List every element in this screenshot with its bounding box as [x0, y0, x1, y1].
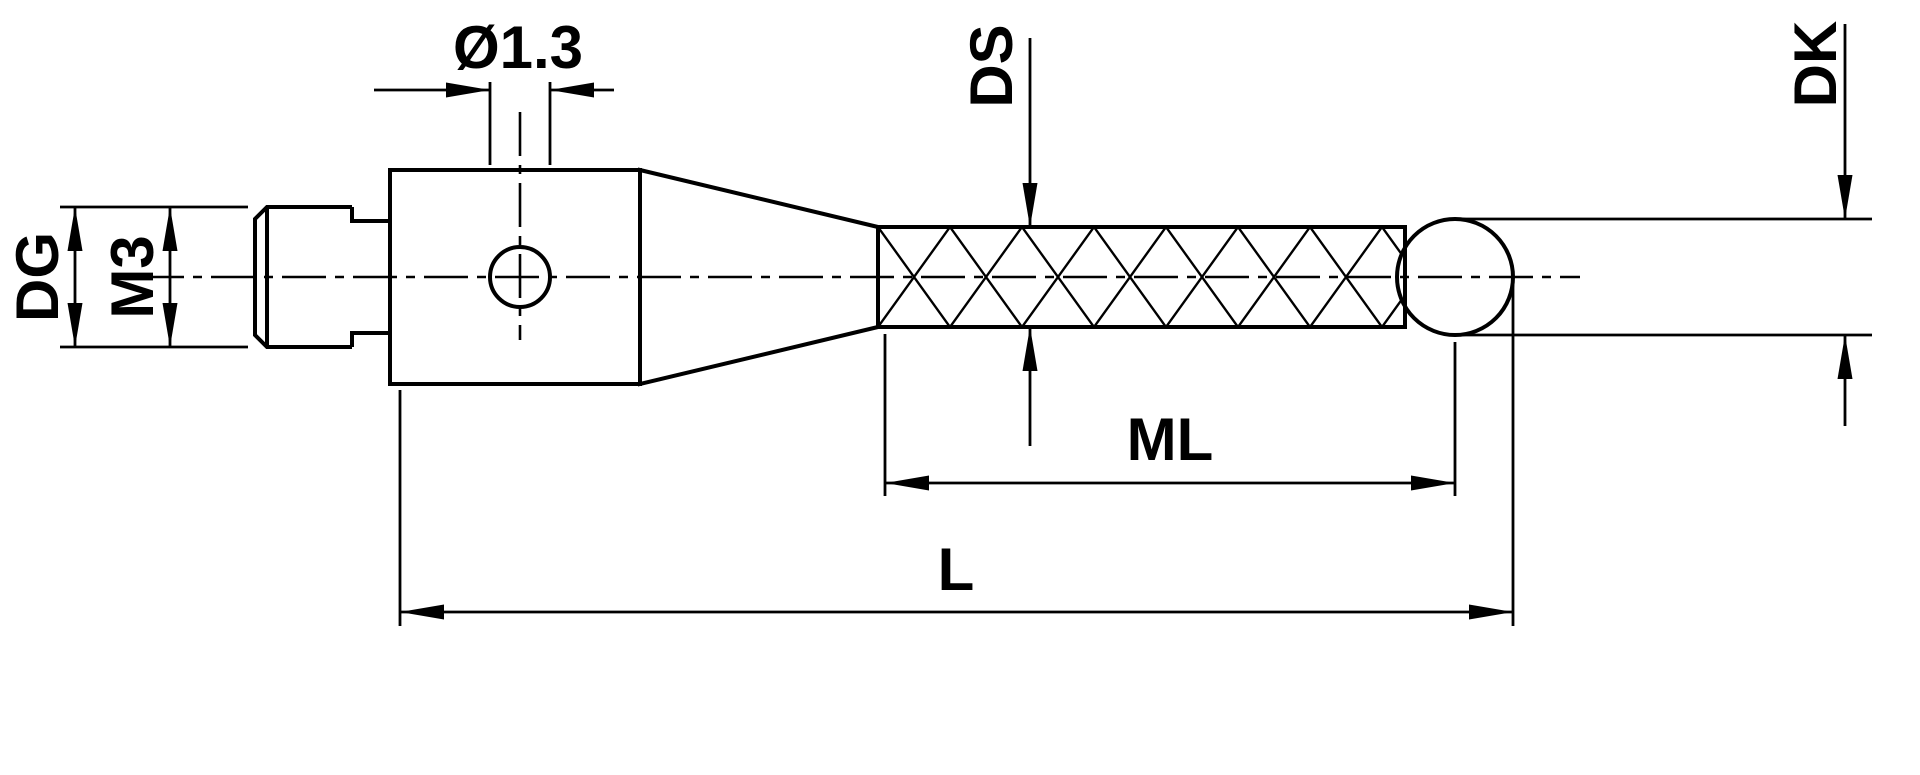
arrowhead-up	[1022, 327, 1038, 371]
arrowhead-down	[1837, 175, 1853, 219]
arrowhead-down	[162, 303, 178, 347]
arrowhead-down	[67, 303, 83, 347]
arrowhead-left	[885, 475, 929, 491]
dim-ball-diameter: DK	[1455, 21, 1872, 426]
arrowhead-right	[1469, 604, 1513, 620]
measuring-length-label: ML	[1127, 406, 1214, 473]
arrowhead-right	[1411, 475, 1455, 491]
dim-measuring-length: ML	[883, 334, 1457, 496]
arrowhead-up	[1837, 335, 1853, 379]
ball-diameter-label: DK	[1782, 21, 1849, 108]
arrowhead-down	[1022, 183, 1038, 227]
shaft-diameter-label: DS	[958, 24, 1025, 107]
dim-hole-diameter: Ø1.3	[374, 14, 614, 165]
arrowhead-up	[67, 207, 83, 251]
thread-label: M3	[99, 235, 166, 318]
dim-thread: DG M3	[4, 205, 248, 349]
arrowhead-up	[162, 207, 178, 251]
arrowhead-right	[446, 82, 490, 98]
dim-shaft-diameter: DS	[958, 24, 1038, 446]
thread-outer-diameter-label: DG	[4, 232, 71, 322]
arrowhead-left	[400, 604, 444, 620]
arrowhead-left	[550, 82, 594, 98]
dim-overall-length: L	[398, 284, 1515, 626]
overall-length-label: L	[938, 536, 975, 603]
hole-diameter-label: Ø1.3	[453, 14, 583, 81]
